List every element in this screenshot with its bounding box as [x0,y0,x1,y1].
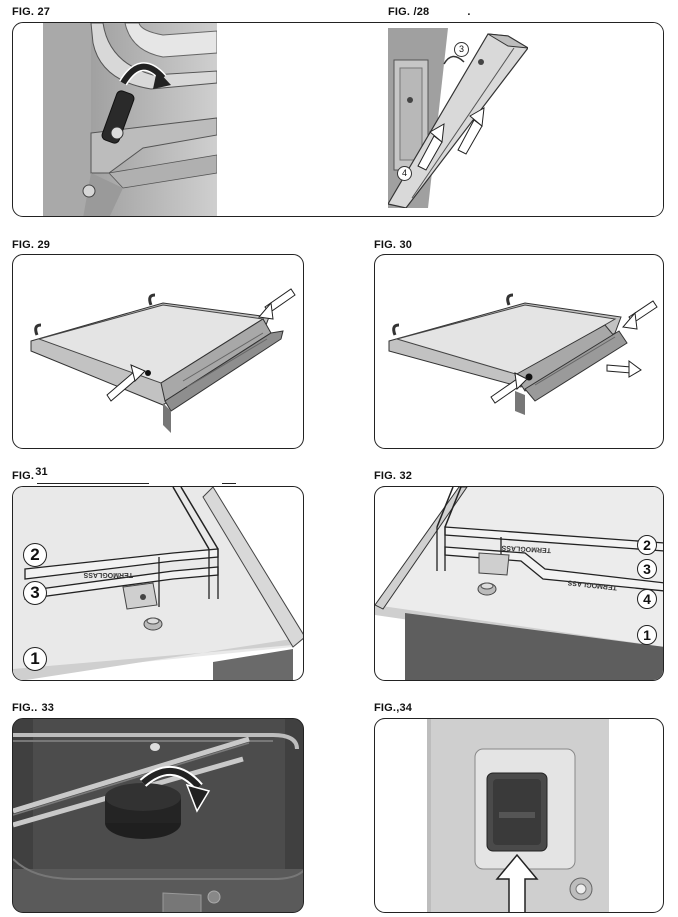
fig32-callout-1: 1 [637,625,657,645]
fig32-callout-2: 2 [637,535,657,555]
fig30-caption: FIG. 30 [374,239,413,251]
fig31-panel-text: TERMOGLASS [83,571,133,578]
fig31-caption-underline [37,483,149,484]
fig32-illustration: TERMOGLASS TERMOGLASS [375,487,663,680]
fig33-illustration [13,719,303,912]
fig31-caption-underline-right [222,483,236,484]
fig31-caption: FIG.31 [12,466,48,482]
fig27-caption: FIG. 27 [12,6,51,18]
fig31-callout-1: 1 [23,647,47,671]
fig32-callout-3: 3 [637,559,657,579]
fig31-illustration: TERMOGLASS [13,487,303,680]
fig28-illustration: 3 4 [388,28,528,208]
fig33-panel [12,718,304,913]
fig34-illustration [427,719,609,912]
fig28-callout-3: 3 [454,42,469,57]
fig32-panel-text-top: TERMOGLASS [501,544,551,554]
fig27-illustration [43,23,663,216]
fig27-panel [12,22,664,217]
fig31-callout-2: 2 [23,543,47,567]
fig32-caption: FIG. 32 [374,470,413,482]
fig30-panel [374,254,664,449]
fig32-callout-4: 4 [637,589,657,609]
fig28-caption: FIG. /28. [388,6,471,18]
fig31-callout-3: 3 [23,581,47,605]
fig29-illustration [30,288,296,433]
fig29-caption: FIG. 29 [12,239,51,251]
fig32-panel: TERMOGLASS TERMOGLASS 2 3 4 1 [374,486,664,681]
fig28-callout-4: 4 [397,166,412,181]
fig33-caption: FIG..33 [12,702,55,714]
fig30-illustration [388,293,658,415]
fig34-panel [374,718,664,913]
fig31-panel: TERMOGLASS 2 3 1 [12,486,304,681]
fig34-caption: FIG.,34 [374,702,413,714]
fig29-panel [12,254,304,449]
